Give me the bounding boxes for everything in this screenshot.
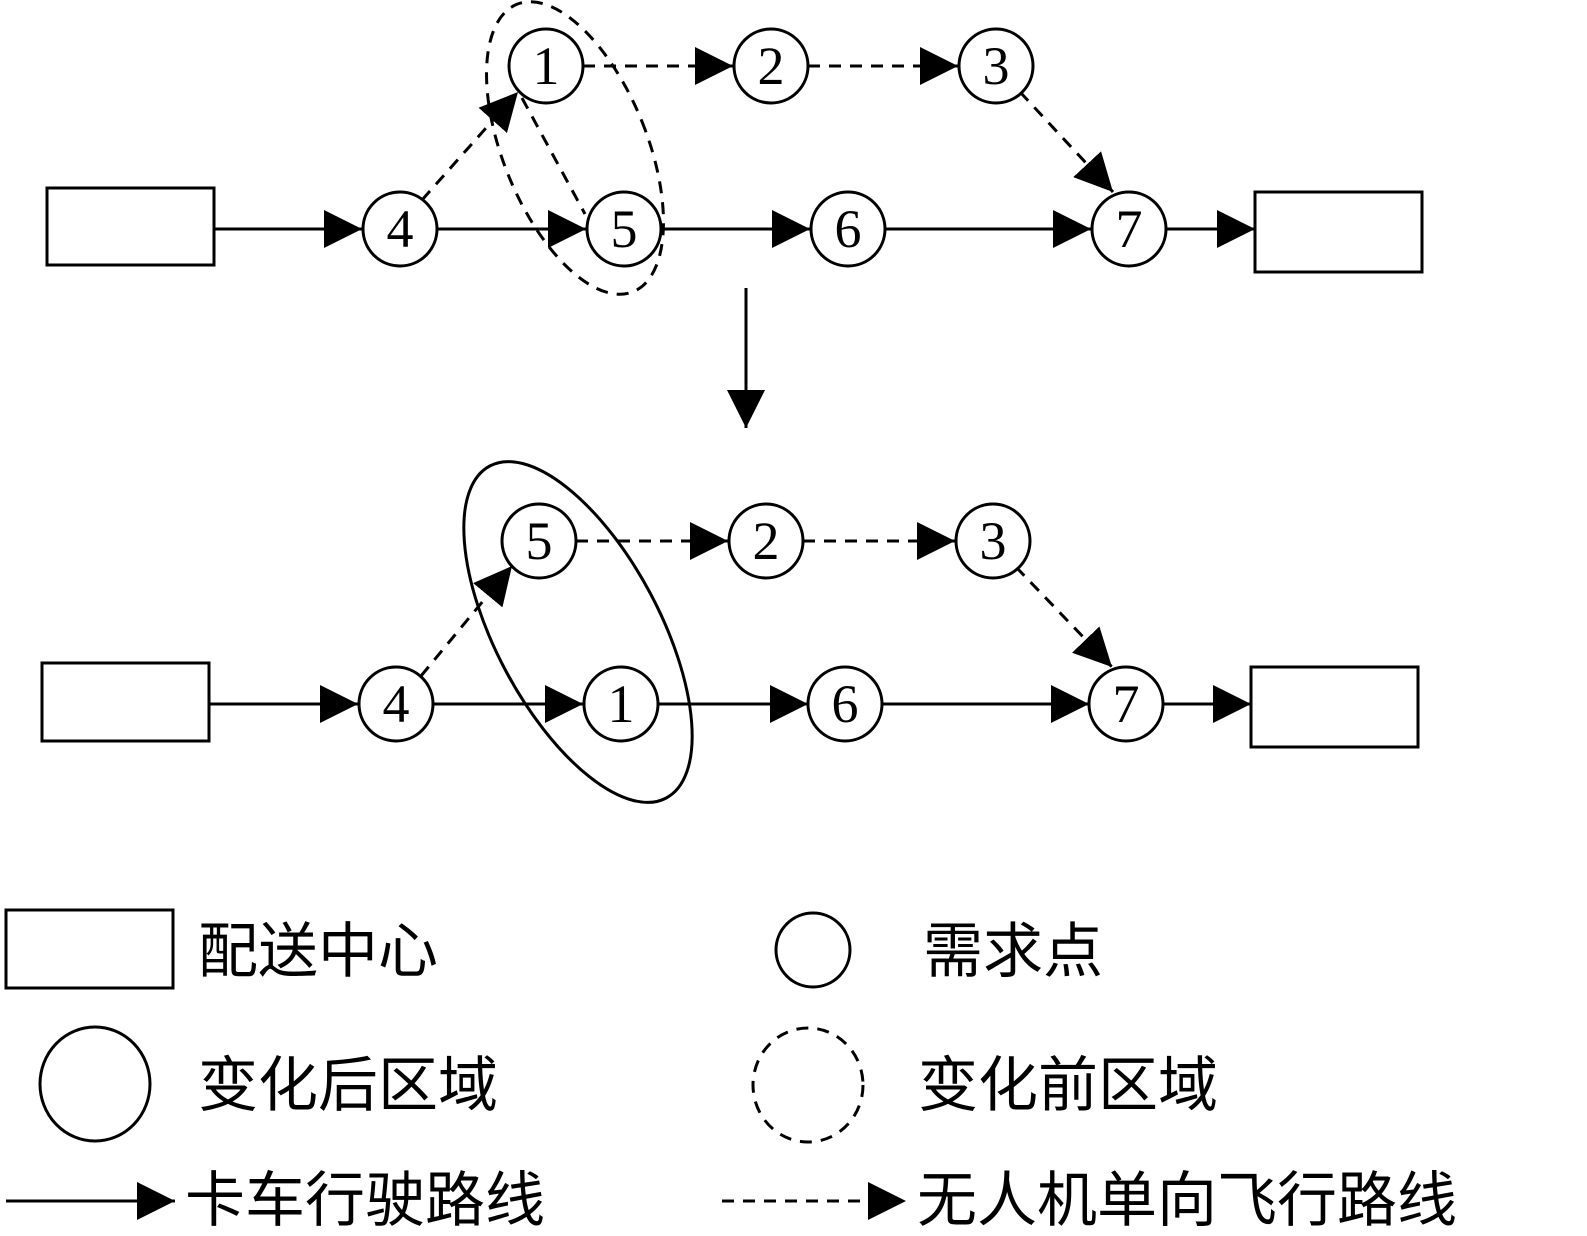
legend-depot-swatch [4, 908, 175, 990]
legend-demand-point-label: 需求点 [923, 917, 1103, 987]
legend-region-before-swatch [751, 1026, 865, 1144]
legend-truck-route-label: 卡车行驶路线 [185, 1166, 545, 1236]
legend: 配送中心 需求点 变化后区域 变化前区域 卡车行驶路线 无人机单向飞行路线 [4, 908, 1457, 1236]
drone-edge-1-5 [520, 97, 587, 215]
node-label: 1 [533, 36, 560, 96]
drone-edge-4-5 [419, 565, 514, 677]
drone-edge-3-7 [1014, 565, 1114, 669]
drone-edge-4-1 [420, 91, 520, 201]
node-label: 2 [753, 511, 780, 571]
node-3: 3 [954, 502, 1032, 580]
legend-drone-route-label: 无人机单向飞行路线 [917, 1166, 1457, 1236]
node-3: 3 [957, 27, 1035, 105]
node-2: 2 [727, 502, 805, 580]
depot-end [1249, 665, 1420, 749]
node-label: 5 [611, 199, 638, 259]
legend-demand-point-swatch [774, 911, 852, 989]
node-4: 4 [361, 190, 439, 268]
depot-end [1253, 190, 1424, 274]
node-6: 6 [806, 665, 884, 743]
node-2: 2 [732, 27, 810, 105]
node-label: 6 [832, 674, 859, 734]
node-label: 2 [758, 36, 785, 96]
legend-region-before-label: 变化前区域 [918, 1051, 1218, 1121]
diagram-before: 1 2 3 4 5 6 7 [45, 0, 1424, 296]
node-label: 3 [983, 36, 1010, 96]
region-after-ellipse [462, 460, 694, 804]
legend-region-after-label: 变化后区域 [198, 1051, 498, 1121]
node-label: 5 [526, 511, 553, 571]
drone-edge-3-7 [1018, 90, 1115, 194]
node-6: 6 [809, 190, 887, 268]
node-7: 7 [1087, 665, 1165, 743]
node-7: 7 [1090, 190, 1168, 268]
node-5: 5 [585, 190, 663, 268]
node-4: 4 [357, 665, 435, 743]
node-5: 5 [500, 502, 578, 580]
node-label: 6 [835, 199, 862, 259]
node-label: 4 [383, 674, 410, 734]
node-label: 4 [387, 199, 414, 259]
diagram-after: 5 2 3 4 1 6 7 [40, 460, 1420, 804]
depot-start [40, 661, 211, 743]
node-label: 1 [608, 674, 635, 734]
legend-depot-label: 配送中心 [198, 917, 438, 987]
node-1: 1 [507, 27, 585, 105]
region-before-ellipse [485, 0, 665, 296]
node-label: 7 [1113, 674, 1140, 734]
depot-start [45, 186, 216, 267]
node-label: 7 [1116, 199, 1143, 259]
node-label: 3 [980, 511, 1007, 571]
legend-region-after-swatch [38, 1025, 152, 1143]
node-1: 1 [582, 665, 660, 743]
